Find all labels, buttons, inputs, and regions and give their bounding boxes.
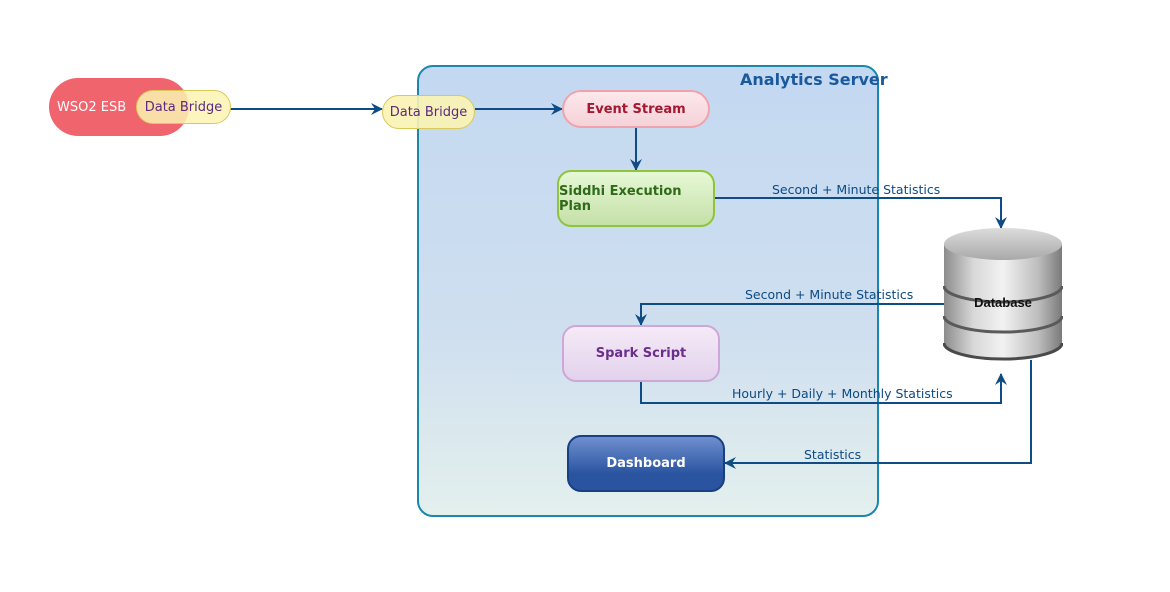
esb-data-bridge-label: Data Bridge <box>144 99 223 115</box>
receiver-data-bridge-node[interactable]: Data Bridge <box>382 95 475 129</box>
database-icon <box>942 228 1064 361</box>
receiver-data-bridge-label: Data Bridge <box>389 104 468 120</box>
edge-db-to-dashboard <box>724 360 1032 469</box>
edge-label-db-to-spark: Second + Minute Statistics <box>745 287 914 302</box>
esb-data-bridge-node[interactable]: Data Bridge <box>136 90 231 124</box>
edge-label-spark-to-db: Hourly + Daily + Monthly Statistics <box>732 386 953 401</box>
database-node[interactable]: Database <box>942 228 1064 363</box>
wso2-esb-label: WSO2 ESB <box>57 99 127 115</box>
edge-db-to-spark <box>635 303 944 326</box>
siddhi-execution-plan-node[interactable]: Siddhi Execution Plan <box>557 170 715 227</box>
edge-label-siddhi-to-db: Second + Minute Statistics <box>772 182 941 197</box>
edge-label-db-to-dashboard: Statistics <box>804 447 862 462</box>
event-stream-node[interactable]: Event Stream <box>562 90 710 128</box>
database-label: Database <box>974 295 1032 310</box>
edge-siddhi-to-db <box>715 197 1007 229</box>
dashboard-label: Dashboard <box>606 456 686 471</box>
analytics-server-title: Analytics Server <box>740 70 888 89</box>
event-stream-label: Event Stream <box>586 101 686 117</box>
edge-spark-to-db <box>640 373 1007 404</box>
dashboard-node[interactable]: Dashboard <box>567 435 725 492</box>
spark-script-node[interactable]: Spark Script <box>562 325 720 382</box>
spark-script-label: Spark Script <box>595 346 687 361</box>
siddhi-execution-plan-label: Siddhi Execution Plan <box>559 183 682 214</box>
